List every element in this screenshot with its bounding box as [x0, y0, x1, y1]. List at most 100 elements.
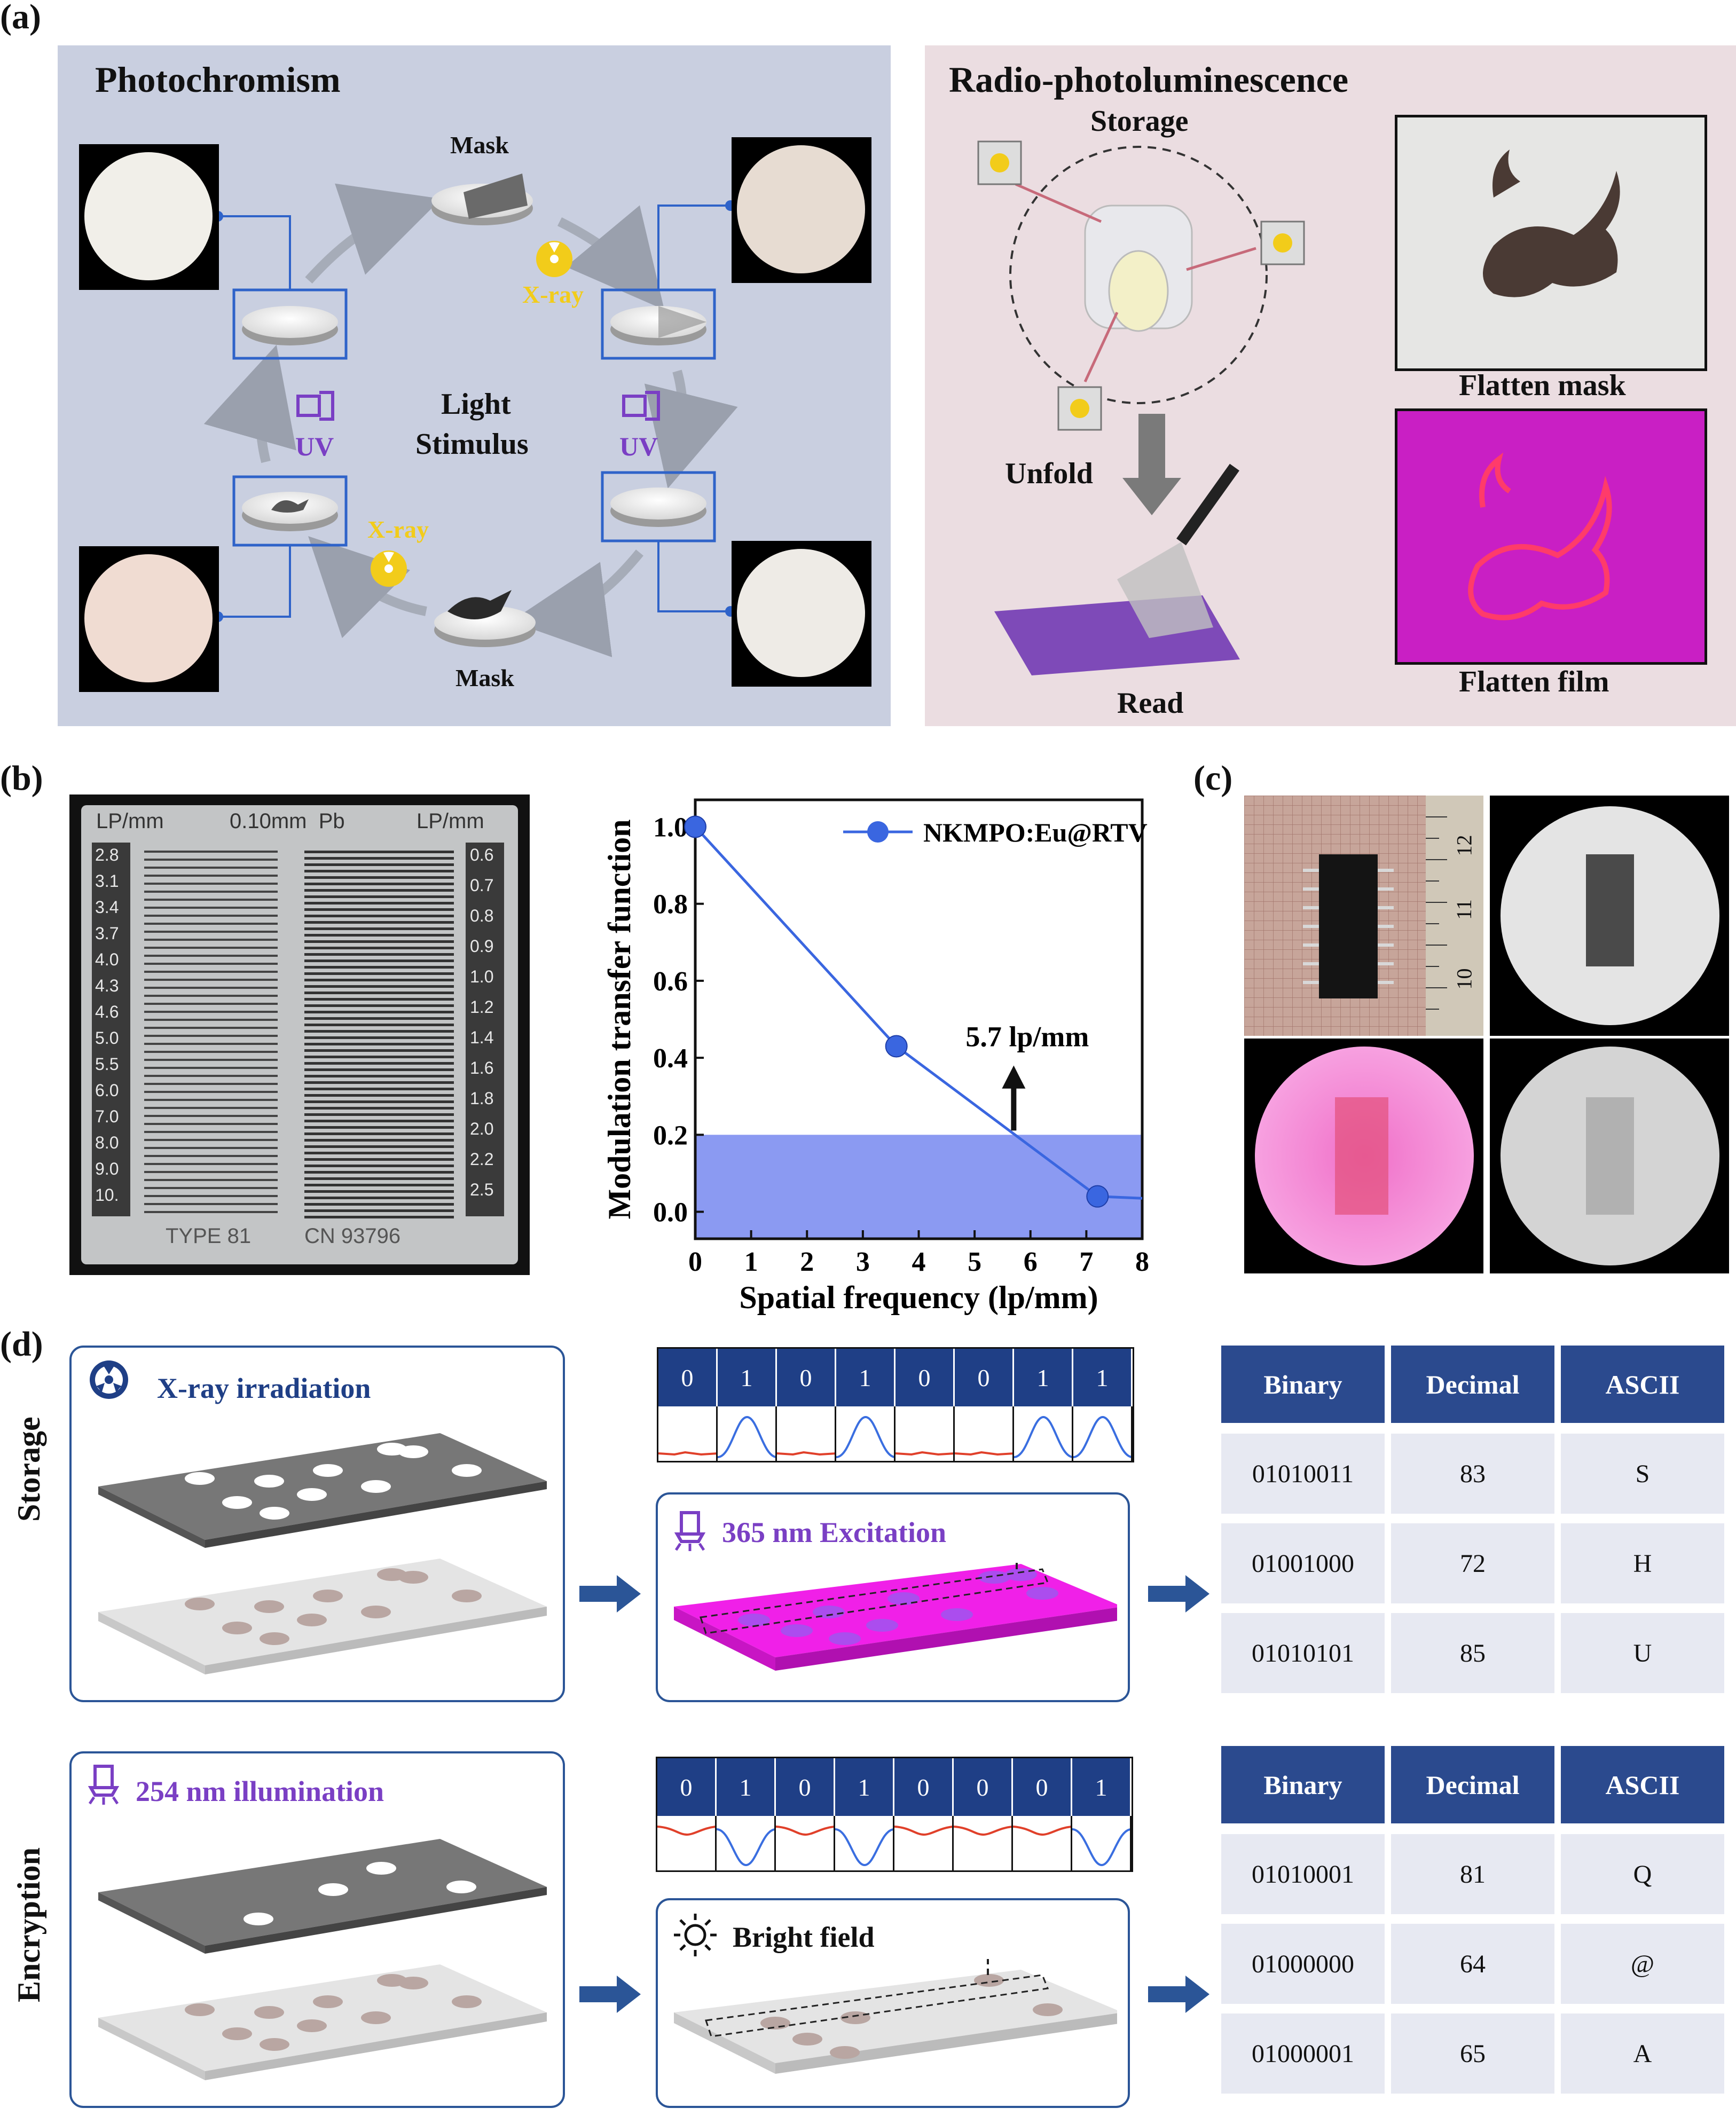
- phantom-bar: [144, 963, 278, 965]
- phantom-bar: [304, 992, 454, 994]
- phantom-bar: [304, 1004, 454, 1007]
- phantom-bar: [144, 875, 278, 877]
- bit-cell: 0: [955, 1349, 1014, 1406]
- bit-cell: 0: [894, 1758, 954, 1816]
- left-scale-label: 2.8: [95, 845, 119, 864]
- x-tick-label: 5: [968, 1247, 981, 1277]
- x-tick-label: 0: [688, 1247, 702, 1277]
- table-header: Binary: [1221, 1746, 1385, 1823]
- phantom-bar: [144, 1019, 278, 1021]
- bit-cell: 0: [776, 1758, 835, 1816]
- phantom-bar: [304, 1056, 454, 1058]
- x-tick-label: 6: [1024, 1247, 1038, 1277]
- bit-signal: [1072, 1816, 1132, 1870]
- phantom-bar: [304, 1190, 454, 1193]
- left-scale-label: 4.6: [95, 1002, 119, 1021]
- phantom-bar: [144, 1067, 278, 1069]
- phantom-bar: [144, 947, 278, 949]
- phantom-top-right: LP/mm: [417, 809, 484, 833]
- read-label: Read: [1117, 687, 1184, 720]
- bit-signal: [1073, 1406, 1133, 1461]
- disc-box-top-left: [232, 288, 348, 360]
- bit-cell: 0: [657, 1758, 717, 1816]
- panel-label-c: (c): [1193, 759, 1233, 798]
- table-header: ASCII: [1561, 1746, 1724, 1823]
- phantom-bar: [144, 883, 278, 885]
- phantom-bar: [304, 1132, 454, 1135]
- data-point: [684, 815, 706, 838]
- table-cell: 01000001: [1221, 2013, 1385, 2094]
- mask-bottom-label: Mask: [455, 664, 514, 691]
- flatten-mask-label: Flatten mask: [1459, 369, 1626, 402]
- center-label-line2: Stimulus: [415, 428, 529, 461]
- table-cell: 85: [1391, 1613, 1554, 1693]
- photochromism-diagram: [203, 174, 738, 657]
- table-cell: A: [1561, 2013, 1724, 2094]
- phantom-bar-patterns: [144, 851, 454, 1218]
- left-scale-label: 3.1: [95, 871, 119, 891]
- cycle-arrow: [203, 344, 296, 463]
- photochromism-panel: Photochromism: [58, 45, 891, 726]
- phantom-bar: [304, 1120, 454, 1122]
- data-point: [885, 1035, 908, 1058]
- phantom-bar: [304, 1107, 454, 1110]
- table-cell: 65: [1391, 2013, 1554, 2094]
- photo-white-disc: [79, 144, 219, 290]
- bit-signal: [894, 1816, 954, 1870]
- phantom-bar: [144, 1115, 278, 1117]
- uv-left-label: UV: [295, 431, 334, 461]
- disc-box-bottom-right: [601, 471, 716, 542]
- phantom-bar: [304, 908, 454, 911]
- photo-deer-disc: [79, 546, 219, 692]
- left-scale-label: 7.0: [95, 1107, 119, 1126]
- uv-lamp-icon: [88, 1765, 120, 1805]
- table-cell: 01000000: [1221, 1924, 1385, 2004]
- ruler-tick-12: 12: [1452, 835, 1476, 856]
- excitation-label: 365 nm Excitation: [722, 1516, 947, 1548]
- x-tick-label: 2: [800, 1247, 814, 1277]
- bit-signal: [955, 1406, 1014, 1461]
- bit-cell: 1: [718, 1349, 777, 1406]
- right-scale-label: 1.4: [470, 1028, 494, 1047]
- phantom-serial: CN 93796: [304, 1224, 401, 1248]
- sun-icon: [674, 1914, 717, 1956]
- ruler-tick-11: 11: [1451, 899, 1476, 920]
- bit-cell: 1: [835, 1758, 894, 1816]
- uv-lamp-icon: [622, 391, 660, 421]
- right-arrow-icon: [579, 1575, 641, 1612]
- left-scale-label: 3.4: [95, 898, 119, 917]
- bit-signal: [717, 1816, 776, 1870]
- phantom-bar: [144, 979, 278, 981]
- phantom-bar: [144, 915, 278, 917]
- phantom-bar: [304, 921, 454, 924]
- phantom-bar: [144, 1099, 278, 1101]
- bit-signal: [954, 1816, 1013, 1870]
- deer-silhouette: [1483, 150, 1620, 297]
- phantom-top-mid: 0.10mm Pb: [230, 809, 345, 833]
- right-scale-label: 0.9: [470, 937, 494, 956]
- encryption-layers-diagram: [98, 1839, 547, 2080]
- phantom-bar: [144, 1091, 278, 1093]
- radiation-icon: [90, 1360, 128, 1399]
- chip-grid-svg: [1244, 796, 1483, 1036]
- bit-cell: 1: [1072, 1758, 1132, 1816]
- right-scale-label: 1.0: [470, 967, 494, 986]
- panel-label-a: (a): [0, 0, 41, 36]
- phantom-bar: [304, 985, 454, 988]
- right-arrow-icon: [1148, 1976, 1209, 2013]
- uv-lamp-icon: [296, 391, 334, 421]
- xray-bottom-label: X-ray: [367, 516, 429, 543]
- phantom-bar: [304, 851, 454, 853]
- cycle-arrow: [308, 536, 427, 639]
- right-arrow-icon: [1148, 1575, 1209, 1612]
- phantom-bar: [144, 1187, 278, 1189]
- bit-cell: 1: [1073, 1349, 1133, 1406]
- bit-cell: 1: [836, 1349, 896, 1406]
- phantom-bar: [304, 1017, 454, 1020]
- bright-field-film-diagram: [674, 1959, 1117, 2074]
- phantom-bar: [304, 966, 454, 969]
- phantom-bar: [304, 1075, 454, 1077]
- table-cell: Q: [1561, 1834, 1724, 1914]
- bit-cell: 1: [1014, 1349, 1073, 1406]
- bit-cell: 0: [777, 1349, 836, 1406]
